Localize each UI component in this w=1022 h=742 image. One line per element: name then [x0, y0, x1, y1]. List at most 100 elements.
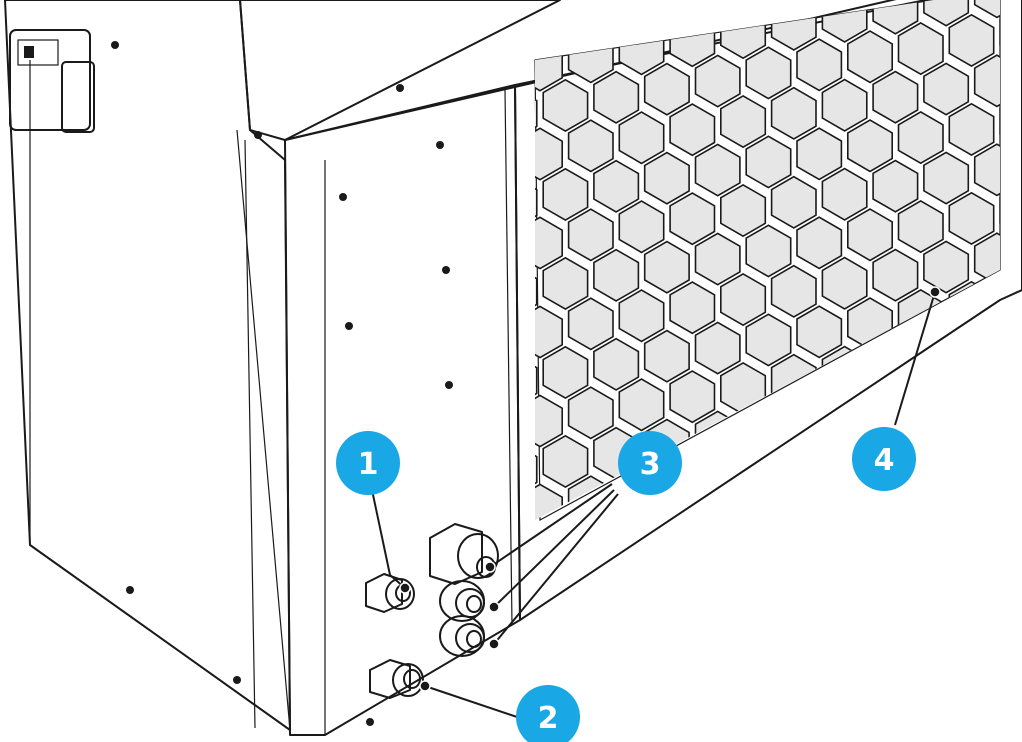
grille-hex — [745, 224, 792, 278]
grille-hex — [643, 507, 690, 520]
grille-hex — [872, 0, 919, 35]
grille-hex — [535, 86, 538, 141]
callout-3-badge — [618, 431, 682, 495]
grille-hex — [923, 62, 970, 116]
grille-hex — [416, 234, 460, 285]
grille-hex — [973, 410, 1000, 464]
grille-hex — [694, 232, 741, 286]
grille-hex — [973, 499, 1000, 520]
grille-hex — [618, 22, 665, 76]
grille-hex — [897, 110, 944, 165]
grille-hex — [745, 491, 792, 520]
grille-hex — [796, 305, 843, 359]
grille-hex — [542, 78, 589, 133]
callout-4: 4 — [852, 427, 916, 491]
grille-hex — [848, 565, 892, 616]
grille-hex — [999, 450, 1000, 504]
grille-hex — [948, 369, 995, 424]
grille-hex — [923, 329, 970, 383]
grille-hex — [872, 248, 919, 302]
callout-4-badge — [852, 427, 916, 491]
grille-hex — [416, 501, 460, 552]
grille-hex — [872, 515, 919, 520]
grille-hex — [567, 297, 614, 351]
grille-hex — [442, 96, 487, 147]
grille-hex — [643, 0, 690, 27]
callout-3-label: 3 — [640, 447, 661, 482]
grille-hex — [999, 361, 1000, 415]
grille-hex — [467, 404, 511, 455]
grille-hex — [694, 143, 741, 197]
grille-hex — [567, 119, 614, 173]
grille-hex — [567, 386, 614, 440]
grille-hex — [770, 353, 817, 407]
grille-hex — [745, 135, 792, 189]
grille-hex — [618, 289, 665, 343]
grille-hex — [872, 70, 919, 124]
grille-hex — [923, 240, 970, 294]
grille-hex — [567, 30, 614, 84]
grille-hex — [821, 167, 868, 221]
grille-hex — [535, 442, 538, 497]
grille-hex — [467, 137, 511, 188]
grille-hex — [872, 159, 919, 213]
grille-hex — [846, 119, 894, 173]
grille-hex — [416, 412, 460, 463]
grille-hex — [669, 103, 716, 157]
grille-hex — [694, 54, 741, 108]
grille-hex — [535, 305, 564, 359]
grille-hex — [442, 7, 487, 58]
grille-hex — [543, 525, 587, 576]
callout-2-badge — [516, 685, 580, 742]
grille-hex — [542, 167, 589, 222]
grille-hex — [535, 483, 564, 520]
grille-hex — [846, 208, 894, 262]
unit-side-panel — [4, 0, 291, 731]
grille-hex — [846, 30, 894, 84]
grille-hex — [694, 499, 741, 520]
grille-hex — [923, 418, 970, 472]
grille-hex — [770, 442, 817, 496]
grille-hex — [973, 143, 1000, 197]
callout-1-label: 1 — [358, 447, 379, 482]
grille-hex — [694, 321, 741, 375]
grille-hex — [822, 525, 866, 576]
grille-hex — [948, 13, 995, 68]
grille-hex — [770, 0, 817, 51]
grille-hex — [770, 86, 817, 140]
grille-hex — [593, 0, 640, 35]
grille-hex — [467, 0, 511, 10]
grille-hex — [872, 337, 919, 391]
grille-hex — [535, 0, 538, 52]
grille-hex — [797, 573, 841, 624]
grille-hex — [899, 557, 944, 608]
grille-hex — [719, 183, 767, 238]
grille-hex — [694, 0, 741, 19]
grille-hex — [745, 313, 792, 367]
callout-2: 2 — [516, 685, 580, 742]
grille-hex — [770, 264, 817, 318]
grille-hex — [567, 208, 614, 262]
grille-hex — [821, 256, 868, 310]
grille-hex — [618, 378, 665, 432]
grille-hex — [619, 557, 663, 608]
grille-hex — [643, 240, 690, 294]
grille-hex — [796, 38, 843, 92]
grille-hex — [618, 200, 665, 254]
grille-hex — [948, 458, 995, 513]
callout-1: 1 — [336, 431, 400, 495]
grille-hex — [796, 483, 843, 520]
grille-hex — [492, 622, 536, 673]
grille-hex — [846, 297, 894, 351]
grille-hex — [467, 315, 511, 366]
grille-hex — [543, 614, 587, 665]
grille-hex — [618, 111, 665, 165]
cable-glands-3 — [429, 523, 499, 657]
grille-hex — [923, 151, 970, 205]
grille-hex — [745, 402, 792, 456]
grille-hex — [593, 248, 640, 302]
grille-hex — [770, 175, 817, 229]
grille-hex — [948, 102, 995, 157]
grille-hex — [796, 0, 843, 3]
grille-hex — [416, 590, 460, 641]
